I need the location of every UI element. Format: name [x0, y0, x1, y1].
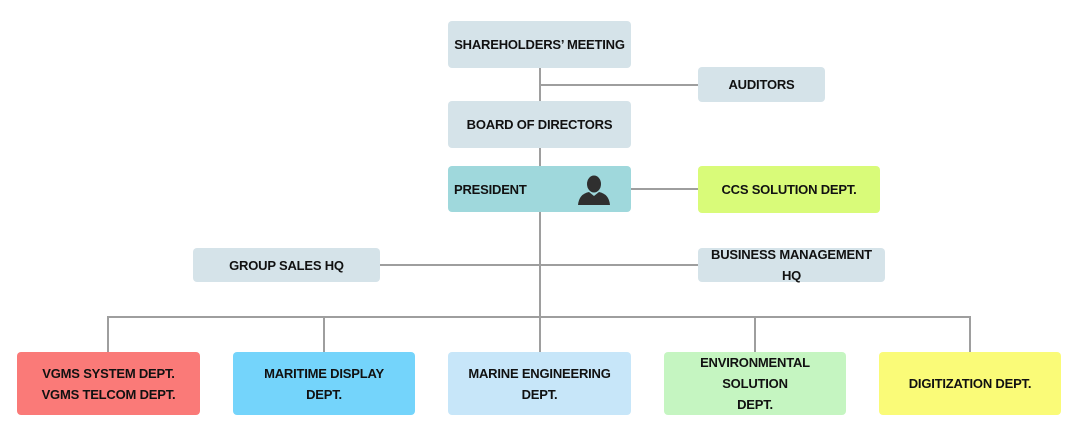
group-sales-hq-node: GROUP SALES HQ: [193, 248, 380, 282]
vgms-system-dept-label: VGMS SYSTEM DEPT.: [42, 365, 175, 381]
ccs-solution-dept-label: CCS SOLUTION DEPT.: [721, 182, 857, 197]
shareholders-meeting-label: SHAREHOLDERS’ MEETING: [454, 37, 625, 52]
marine-engineering-dept-node: MARINE ENGINEERING DEPT.: [448, 352, 631, 415]
vgms-dept-node: VGMS SYSTEM DEPT. VGMS TELCOM DEPT.: [17, 352, 200, 415]
shareholders-meeting-node: SHAREHOLDERS’ MEETING: [448, 21, 631, 68]
maritime-display-line1: MARITIME DISPLAY: [264, 365, 384, 381]
environmental-solution-line1: ENVIRONMENTAL SOLUTION: [700, 355, 810, 391]
environmental-solution-line2: DEPT.: [737, 397, 773, 412]
auditors-node: AUDITORS: [698, 67, 825, 102]
ccs-solution-dept-node: CCS SOLUTION DEPT.: [698, 166, 880, 213]
digitization-dept-label: DIGITIZATION DEPT.: [908, 376, 1032, 391]
environmental-solution-dept-node: ENVIRONMENTAL SOLUTION DEPT.: [664, 352, 846, 415]
group-sales-hq-label: GROUP SALES HQ: [229, 257, 344, 273]
digitization-dept-node: DIGITIZATION DEPT.: [879, 352, 1061, 415]
maritime-display-dept-node: MARITIME DISPLAY DEPT.: [233, 352, 415, 415]
board-of-directors-node: BOARD OF DIRECTORS: [448, 101, 631, 148]
board-of-directors-label: BOARD OF DIRECTORS: [466, 117, 613, 132]
vgms-telcom-dept-label: VGMS TELCOM DEPT.: [41, 386, 176, 402]
maritime-display-line2: DEPT.: [306, 386, 342, 402]
business-management-hq-label: BUSINESS MANAGEMENT HQ: [711, 247, 872, 283]
president-label: PRESIDENT: [454, 181, 527, 197]
business-management-hq-node: BUSINESS MANAGEMENT HQ: [698, 247, 885, 283]
auditors-label: AUDITORS: [728, 77, 795, 92]
president-node: PRESIDENT: [448, 166, 631, 212]
marine-engineering-line1: MARINE ENGINEERING: [468, 365, 611, 381]
marine-engineering-line2: DEPT.: [521, 386, 558, 402]
person-icon: [578, 175, 610, 205]
